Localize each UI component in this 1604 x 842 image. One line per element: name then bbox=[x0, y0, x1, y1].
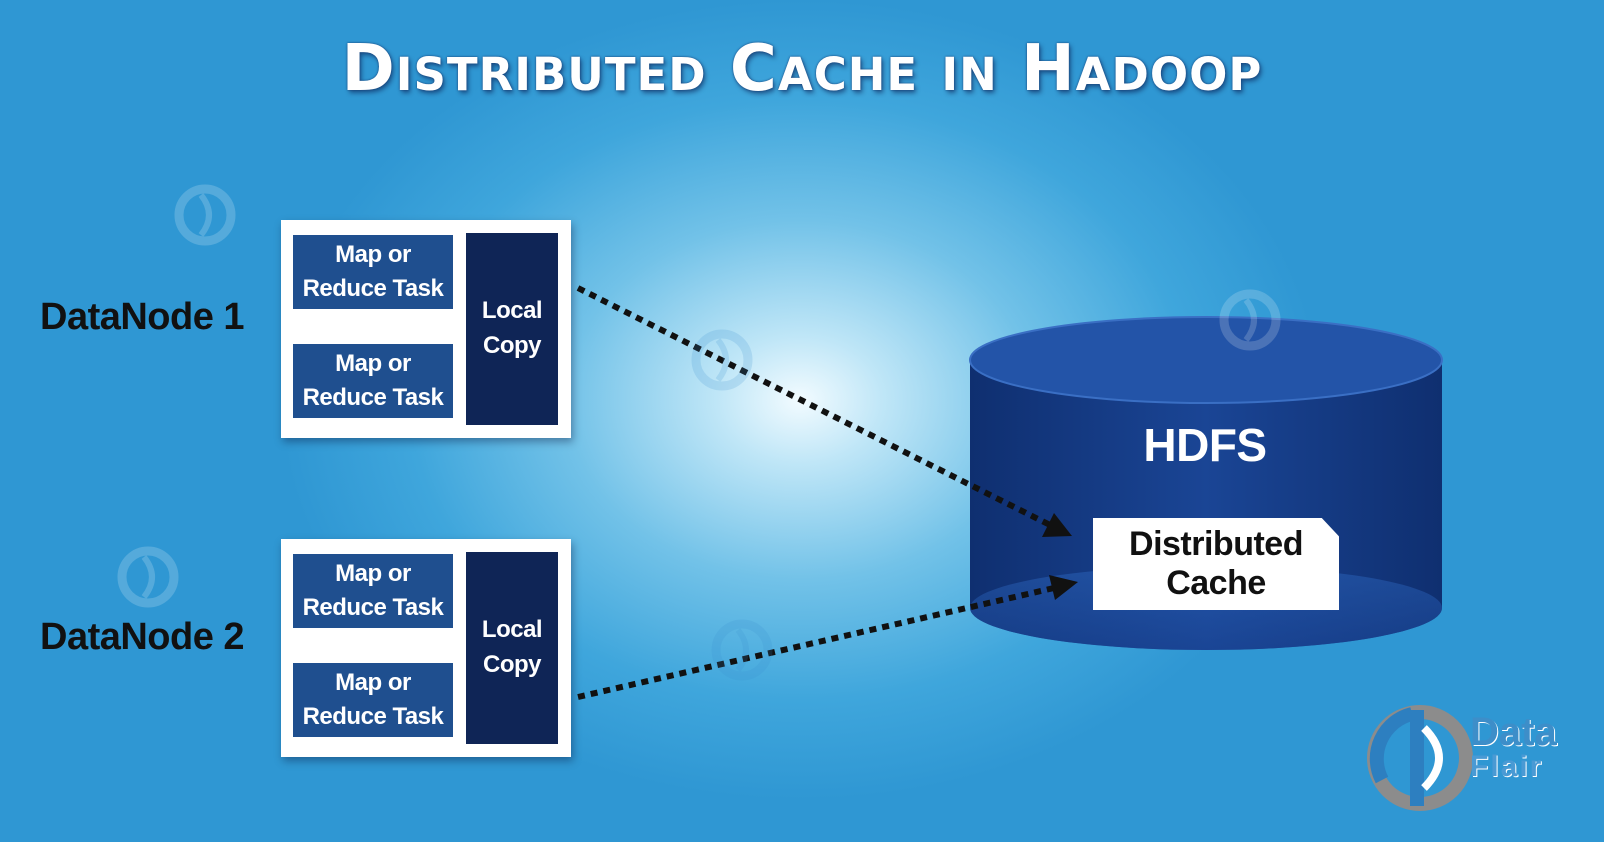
datanode-2-task-1: Map or Reduce Task bbox=[293, 554, 453, 628]
diagram-title: Distributed Cache in Hadoop bbox=[341, 32, 1263, 106]
distributed-cache-card: Distributed Cache bbox=[1093, 518, 1339, 610]
hdfs-label: HDFS bbox=[1143, 419, 1267, 471]
dataflair-logo-icon bbox=[117, 546, 179, 608]
dataflair-logo-icon bbox=[174, 184, 236, 246]
datanode-2-task-2: Map or Reduce Task bbox=[293, 663, 453, 737]
dataflair-logo-icon bbox=[711, 619, 773, 681]
datanode-1-task-2: Map or Reduce Task bbox=[293, 344, 453, 418]
brand-wordmark: Data Flair bbox=[1470, 712, 1590, 782]
brand-line-2: Flair bbox=[1470, 750, 1544, 783]
dataflair-logo-icon bbox=[1219, 289, 1281, 351]
datanode-1-label: DataNode 1 bbox=[40, 296, 245, 338]
hdfs-cylinder-top bbox=[970, 317, 1442, 403]
hdfs-cylinder-top-rim bbox=[969, 316, 1443, 404]
datanode-2-local-copy: Local Copy bbox=[466, 552, 558, 744]
dataflair-logo-icon bbox=[1367, 705, 1473, 811]
datanode-1-box: Map or Reduce Task Map or Reduce Task Lo… bbox=[281, 220, 571, 438]
datanode-1-local-copy: Local Copy bbox=[466, 233, 558, 425]
brand-line-1: Data bbox=[1470, 710, 1557, 754]
arrow-datanode-2-to-cache bbox=[577, 585, 1055, 700]
datanode-1-task-1: Map or Reduce Task bbox=[293, 235, 453, 309]
arrow-datanode-1-to-cache bbox=[576, 285, 1052, 528]
datanode-2-box: Map or Reduce Task Map or Reduce Task Lo… bbox=[281, 539, 571, 757]
arrowhead-icon bbox=[1042, 513, 1072, 537]
arrowhead-icon bbox=[1049, 575, 1078, 600]
dataflair-logo-icon bbox=[691, 329, 753, 391]
datanode-2-label: DataNode 2 bbox=[40, 616, 245, 658]
